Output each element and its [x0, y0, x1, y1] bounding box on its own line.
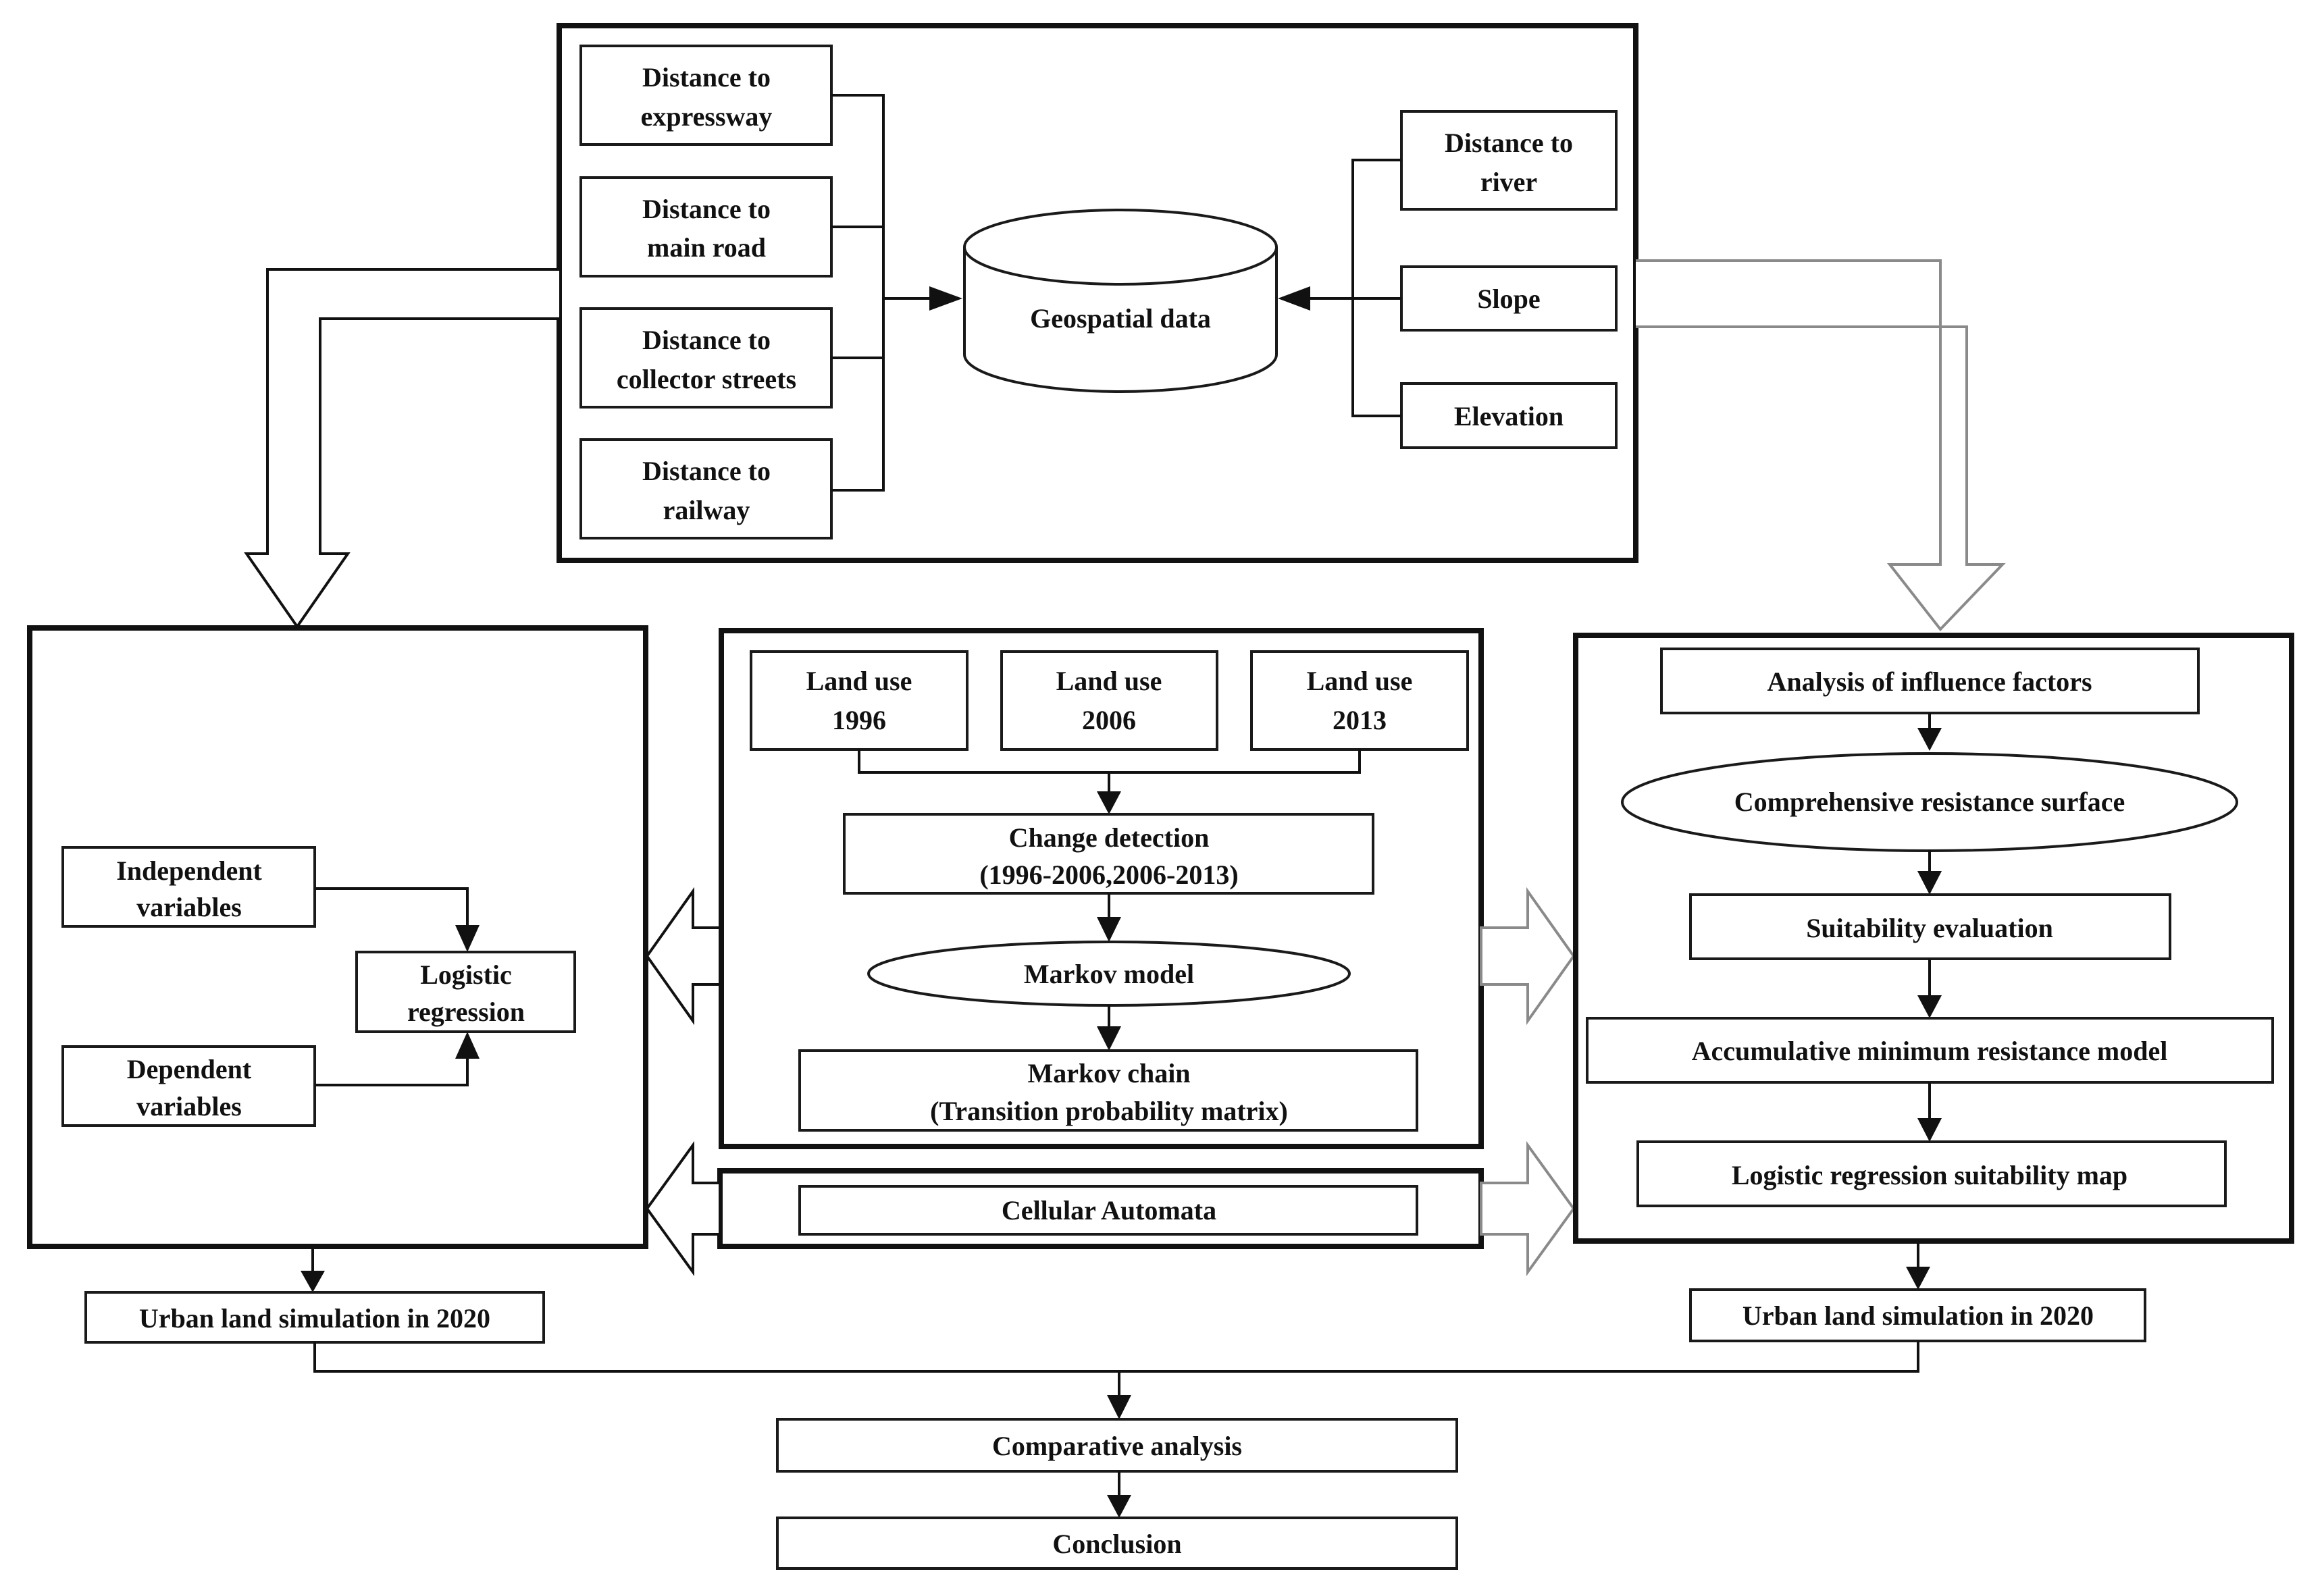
- cellular-automata-label: Cellular Automata: [1002, 1195, 1216, 1225]
- ca-to-mcr-arrow: [1480, 1140, 1576, 1277]
- change-detection-box: Change detection (1996-2006,2006-2013): [843, 813, 1374, 895]
- left-factor-connector: [831, 94, 929, 492]
- urban-simulation-right-label: Urban land simulation in 2020: [1742, 1300, 2094, 1331]
- factor-river-line1: Distance to: [1445, 128, 1573, 158]
- dependent-to-logistic-line: [315, 1059, 469, 1086]
- markov-to-logistic-arrow: [645, 887, 721, 1026]
- resistance-surface-ellipse: Comprehensive resistance surface: [1621, 752, 2238, 852]
- influence-factors-label: Analysis of influence factors: [1767, 666, 2092, 697]
- factor-elevation-label: Elevation: [1454, 401, 1564, 431]
- dependent-to-logistic-arrowhead: [455, 1032, 480, 1059]
- suitability-map-label: Logistic regression suitability map: [1732, 1160, 2127, 1190]
- resistance-to-suitability-arrowhead: [1917, 871, 1942, 895]
- geospatial-data-cylinder: Geospatial data: [963, 209, 1278, 393]
- logistic-line2: regression: [407, 997, 525, 1027]
- landuse-merge-connector: [858, 749, 1361, 791]
- influence-factors-box: Analysis of influence factors: [1660, 648, 2200, 714]
- independent-line2: variables: [136, 892, 242, 922]
- change-detection-line2: (1996-2006,2006-2013): [979, 860, 1238, 890]
- accumulative-model-label: Accumulative minimum resistance model: [1692, 1036, 2168, 1066]
- factor-slope: Slope: [1400, 265, 1618, 332]
- independent-variables-box: Independent variables: [61, 846, 316, 928]
- conclusion-box: Conclusion: [776, 1517, 1458, 1570]
- markov-to-mcr-arrow: [1480, 887, 1576, 1026]
- independent-to-logistic-line: [315, 887, 469, 925]
- factor-collector-line2: collector streets: [617, 364, 796, 394]
- factor-elevation: Elevation: [1400, 382, 1618, 449]
- simulation-merge-connector: [313, 1341, 1919, 1395]
- merge-to-comparative-arrowhead: [1107, 1395, 1131, 1419]
- factor-main-road: Distance to main road: [579, 176, 833, 278]
- geospatial-label: Geospatial data: [1030, 303, 1211, 334]
- logistic-regression-box: Logistic regression: [355, 951, 576, 1033]
- cellular-automata-box: Cellular Automata: [798, 1185, 1418, 1236]
- markov-model-ellipse: Markov model: [867, 941, 1351, 1007]
- factor-river: Distance to river: [1400, 110, 1618, 211]
- independent-line1: Independent: [116, 855, 262, 886]
- factor-main-road-line2: main road: [647, 232, 766, 263]
- accumulative-model-box: Accumulative minimum resistance model: [1586, 1017, 2274, 1084]
- factor-collector-streets: Distance to collector streets: [579, 307, 833, 408]
- change-to-markov-arrowhead: [1097, 917, 1121, 942]
- arrowhead-to-geospatial-left: [929, 286, 962, 311]
- logistic-to-simulation-arrowhead: [301, 1271, 325, 1292]
- landuse-2013-line2: 2013: [1333, 705, 1387, 735]
- mcr-frame: [1573, 633, 2294, 1244]
- factor-collector-line1: Distance to: [642, 325, 771, 355]
- landuse-1996-box: Land use 1996: [750, 650, 969, 751]
- factor-expressway: Distance to expressway: [579, 45, 833, 146]
- comparative-to-conclusion-arrowhead: [1107, 1495, 1131, 1518]
- landuse-2013-line1: Land use: [1307, 666, 1413, 696]
- landuse-2013-box: Land use 2013: [1250, 650, 1469, 751]
- factor-railway: Distance to railway: [579, 438, 833, 539]
- dependent-line1: Dependent: [127, 1054, 252, 1084]
- ca-to-logistic-arrow: [645, 1140, 721, 1277]
- logistic-frame: [27, 625, 648, 1249]
- right-factor-connector: [1310, 159, 1401, 417]
- urban-simulation-right-box: Urban land simulation in 2020: [1689, 1288, 2146, 1342]
- flow-arrow-to-mcr: [1636, 259, 2006, 632]
- landuse-1996-line2: 1996: [832, 705, 886, 735]
- urban-simulation-left-label: Urban land simulation in 2020: [139, 1303, 490, 1334]
- comparative-analysis-label: Comparative analysis: [992, 1431, 1242, 1461]
- comparative-analysis-box: Comparative analysis: [776, 1418, 1458, 1473]
- markov-to-chain-arrowhead: [1097, 1026, 1121, 1051]
- dependent-variables-box: Dependent variables: [61, 1045, 316, 1127]
- suitability-evaluation-box: Suitability evaluation: [1689, 893, 2171, 960]
- factor-railway-line1: Distance to: [642, 456, 771, 486]
- resistance-surface-label: Comprehensive resistance surface: [1734, 787, 2125, 817]
- landuse-2006-line2: 2006: [1082, 705, 1136, 735]
- conclusion-label: Conclusion: [1052, 1529, 1181, 1559]
- landuse-to-change-arrowhead: [1097, 791, 1121, 814]
- accumulative-to-map-arrowhead: [1917, 1118, 1942, 1142]
- change-detection-line1: Change detection: [1009, 822, 1210, 853]
- arrowhead-to-geospatial-right: [1278, 286, 1310, 311]
- independent-to-logistic-arrowhead: [455, 925, 480, 952]
- factor-river-line2: river: [1480, 167, 1537, 197]
- logistic-line1: Logistic: [420, 959, 512, 990]
- landuse-1996-line1: Land use: [806, 666, 912, 696]
- landuse-2006-box: Land use 2006: [1000, 650, 1218, 751]
- urban-simulation-left-box: Urban land simulation in 2020: [84, 1291, 545, 1344]
- markov-model-label: Markov model: [1024, 959, 1194, 989]
- factor-expressway-line2: expressway: [641, 101, 773, 132]
- suitability-to-accumulative-arrowhead: [1917, 995, 1942, 1018]
- suitability-evaluation-label: Suitability evaluation: [1806, 913, 2053, 943]
- influence-to-resistance-arrowhead: [1917, 728, 1942, 751]
- factor-slope-label: Slope: [1477, 284, 1540, 314]
- mcr-to-simulation-arrowhead: [1906, 1267, 1930, 1290]
- markov-chain-line1: Markov chain: [1027, 1058, 1190, 1088]
- markov-frame: [719, 628, 1484, 1149]
- flow-arrow-to-logistic: [244, 268, 559, 629]
- markov-chain-box: Markov chain (Transition probability mat…: [798, 1049, 1418, 1132]
- factor-expressway-line1: Distance to: [642, 62, 771, 93]
- suitability-map-box: Logistic regression suitability map: [1636, 1140, 2227, 1207]
- factor-main-road-line1: Distance to: [642, 194, 771, 224]
- markov-chain-line2: (Transition probability matrix): [930, 1096, 1288, 1126]
- landuse-2006-line1: Land use: [1056, 666, 1162, 696]
- dependent-line2: variables: [136, 1091, 242, 1122]
- factor-railway-line2: railway: [663, 495, 750, 525]
